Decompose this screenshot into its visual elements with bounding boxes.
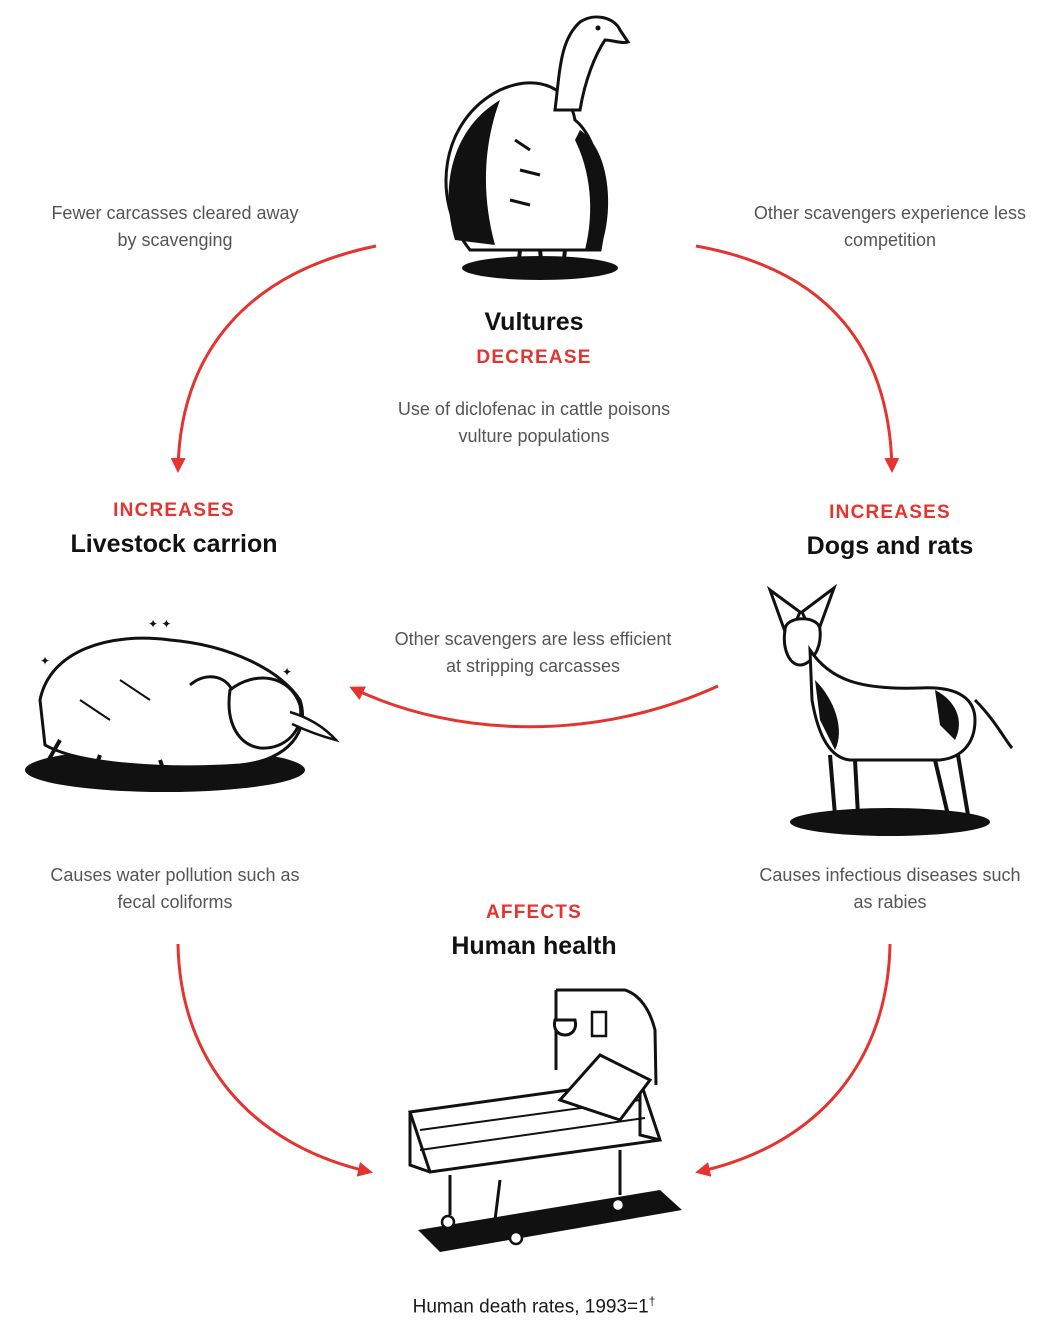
arrow-dogs-to-human (695, 943, 892, 1177)
footnote-mark: † (648, 1294, 656, 1308)
node-tag-human: AFFECTS (485, 902, 582, 923)
link-label-dogs-livestock: Other scavengers are less efficient at s… (394, 629, 672, 676)
link-label-vultures-livestock: Fewer carcasses cleared away by scavengi… (51, 203, 299, 250)
svg-text:✦: ✦ (282, 665, 292, 679)
node-tag-dogs: INCREASES (829, 502, 951, 523)
svg-text:✦ ✦: ✦ ✦ (148, 617, 171, 631)
vulture-illustration (444, 15, 631, 280)
dead-cow-illustration: ✦ ✦ ✦ ✦ (25, 617, 340, 792)
svg-text:✦: ✦ (40, 654, 50, 668)
footer-label: Human death rates, 1993=1 (412, 1296, 649, 1318)
node-tag-vultures: DECREASE (476, 347, 592, 368)
node-tag-livestock: INCREASES (113, 500, 235, 521)
arrow-vultures-to-livestock (170, 244, 377, 473)
node-title-vultures: Vultures (484, 308, 584, 336)
link-label-vultures-dogs: Other scavengers experience less competi… (753, 203, 1027, 250)
arrow-livestock-to-human (176, 943, 373, 1177)
arrow-vultures-to-dogs (695, 244, 900, 473)
dog-illustration (766, 583, 1014, 836)
footer-caption: Human death rates, 1993=1† (324, 1294, 744, 1318)
hospital-bed-illustration (408, 988, 682, 1252)
arrow-dogs-to-livestock (349, 684, 719, 729)
node-title-dogs: Dogs and rats (806, 532, 974, 560)
link-label-livestock-human: Causes water pollution such as fecal col… (50, 865, 300, 912)
node-title-human: Human health (451, 932, 617, 960)
node-title-livestock: Livestock carrion (70, 530, 278, 558)
link-label-dogs-human: Causes infectious diseases such as rabie… (759, 865, 1021, 912)
node-note-vultures: Use of diclofenac in cattle poisons vult… (397, 399, 671, 446)
